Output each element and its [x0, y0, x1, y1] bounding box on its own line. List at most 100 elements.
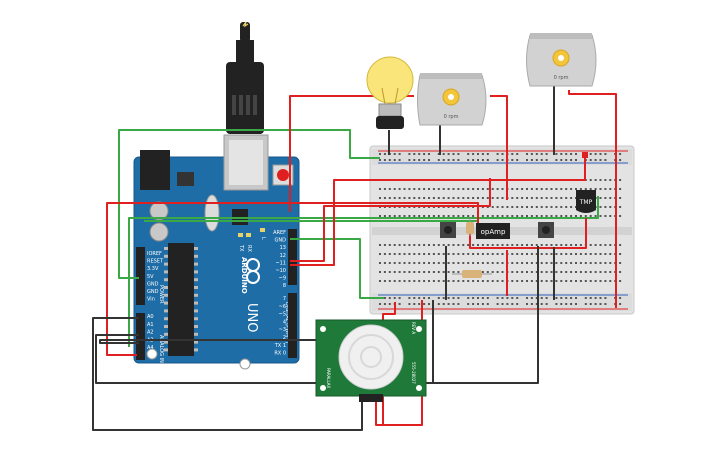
- breadboard-hole[interactable]: [579, 253, 582, 255]
- breadboard-hole[interactable]: [565, 271, 568, 273]
- breadboard-hole[interactable]: [442, 244, 445, 246]
- rail-hole[interactable]: [516, 297, 519, 299]
- breadboard-hole[interactable]: [521, 271, 524, 273]
- breadboard-hole[interactable]: [462, 253, 465, 255]
- rail-hole[interactable]: [486, 159, 489, 161]
- breadboard-hole[interactable]: [491, 280, 494, 282]
- breadboard-hole[interactable]: [472, 262, 475, 264]
- breadboard-hole[interactable]: [619, 262, 622, 264]
- rail-hole[interactable]: [555, 303, 558, 305]
- breadboard-hole[interactable]: [462, 188, 465, 190]
- rail-hole[interactable]: [379, 303, 381, 305]
- breadboard-hole[interactable]: [403, 262, 406, 264]
- breadboard-hole[interactable]: [388, 262, 391, 264]
- breadboard-hole[interactable]: [521, 188, 524, 190]
- breadboard-hole[interactable]: [550, 215, 553, 217]
- breadboard-hole[interactable]: [413, 215, 416, 217]
- breadboard-hole[interactable]: [545, 280, 548, 282]
- breadboard-hole[interactable]: [555, 262, 558, 264]
- breadboard-hole[interactable]: [481, 215, 484, 217]
- rail-hole[interactable]: [530, 303, 533, 305]
- rail-hole[interactable]: [437, 297, 440, 299]
- rail-hole[interactable]: [619, 297, 622, 299]
- breadboard-hole[interactable]: [472, 253, 475, 255]
- rail-hole[interactable]: [408, 159, 411, 161]
- rail-hole[interactable]: [413, 159, 416, 161]
- wire-red-tmp-opamp[interactable]: [469, 218, 587, 249]
- rail-hole[interactable]: [477, 153, 479, 155]
- breadboard-hole[interactable]: [521, 262, 524, 264]
- rail-hole[interactable]: [506, 303, 509, 305]
- rail-hole[interactable]: [413, 297, 416, 299]
- breadboard-hole[interactable]: [526, 206, 528, 208]
- rail-hole[interactable]: [555, 159, 558, 161]
- breadboard-hole[interactable]: [511, 215, 514, 217]
- rail-hole[interactable]: [604, 159, 607, 161]
- breadboard-hole[interactable]: [491, 206, 494, 208]
- breadboard-hole[interactable]: [379, 280, 381, 282]
- rail-hole[interactable]: [408, 297, 411, 299]
- breadboard-hole[interactable]: [428, 271, 430, 273]
- rail-hole[interactable]: [452, 297, 455, 299]
- wire-red-motor1-return[interactable]: [490, 95, 508, 200]
- breadboard-hole[interactable]: [521, 253, 524, 255]
- breadboard-hole[interactable]: [398, 262, 401, 264]
- breadboard-hole[interactable]: [570, 262, 573, 264]
- breadboard-hole[interactable]: [388, 197, 391, 199]
- breadboard-hole[interactable]: [594, 188, 597, 190]
- light-bulb[interactable]: [366, 56, 414, 129]
- breadboard-hole[interactable]: [501, 271, 504, 273]
- rail-hole[interactable]: [545, 153, 548, 155]
- rail-hole[interactable]: [393, 297, 396, 299]
- rail-hole[interactable]: [447, 303, 450, 305]
- breadboard-hole[interactable]: [501, 206, 504, 208]
- rail-hole[interactable]: [560, 297, 563, 299]
- rail-hole[interactable]: [457, 159, 460, 161]
- breadboard-hole[interactable]: [408, 197, 411, 199]
- rail-hole[interactable]: [379, 159, 381, 161]
- rail-hole[interactable]: [496, 297, 499, 299]
- breadboard-hole[interactable]: [467, 215, 470, 217]
- rail-hole[interactable]: [496, 159, 499, 161]
- breadboard-hole[interactable]: [619, 253, 622, 255]
- breadboard-hole[interactable]: [486, 280, 489, 282]
- breadboard-hole[interactable]: [530, 280, 533, 282]
- breadboard-hole[interactable]: [383, 215, 386, 217]
- breadboard-hole[interactable]: [530, 188, 533, 190]
- rail-hole[interactable]: [477, 159, 479, 161]
- breadboard-hole[interactable]: [452, 253, 455, 255]
- breadboard-hole[interactable]: [452, 271, 455, 273]
- rail-hole[interactable]: [570, 303, 573, 305]
- breadboard-hole[interactable]: [604, 280, 607, 282]
- breadboard-hole[interactable]: [462, 262, 465, 264]
- breadboard-hole[interactable]: [570, 197, 573, 199]
- breadboard-hole[interactable]: [594, 179, 597, 181]
- rail-hole[interactable]: [442, 303, 445, 305]
- rail-hole[interactable]: [555, 153, 558, 155]
- breadboard-hole[interactable]: [604, 188, 607, 190]
- breadboard-hole[interactable]: [604, 271, 607, 273]
- breadboard-hole[interactable]: [467, 253, 470, 255]
- breadboard-hole[interactable]: [447, 262, 450, 264]
- breadboard-hole[interactable]: [584, 280, 587, 282]
- rail-hole[interactable]: [467, 303, 470, 305]
- breadboard-hole[interactable]: [501, 280, 504, 282]
- wire-black-a3[interactable]: [99, 339, 316, 344]
- breadboard-hole[interactable]: [393, 244, 396, 246]
- breadboard-hole[interactable]: [550, 271, 553, 273]
- rail-hole[interactable]: [516, 153, 519, 155]
- breadboard-hole[interactable]: [457, 244, 460, 246]
- breadboard-hole[interactable]: [565, 206, 568, 208]
- rail-hole[interactable]: [594, 303, 597, 305]
- breadboard-hole[interactable]: [609, 253, 612, 255]
- breadboard-hole[interactable]: [565, 253, 568, 255]
- rail-hole[interactable]: [535, 159, 538, 161]
- breadboard-hole[interactable]: [379, 188, 381, 190]
- breadboard-hole[interactable]: [604, 197, 607, 199]
- rail-hole[interactable]: [526, 159, 528, 161]
- rail-hole[interactable]: [599, 153, 602, 155]
- breadboard-hole[interactable]: [413, 280, 416, 282]
- breadboard-hole[interactable]: [403, 244, 406, 246]
- breadboard-hole[interactable]: [526, 188, 528, 190]
- rail-hole[interactable]: [481, 159, 484, 161]
